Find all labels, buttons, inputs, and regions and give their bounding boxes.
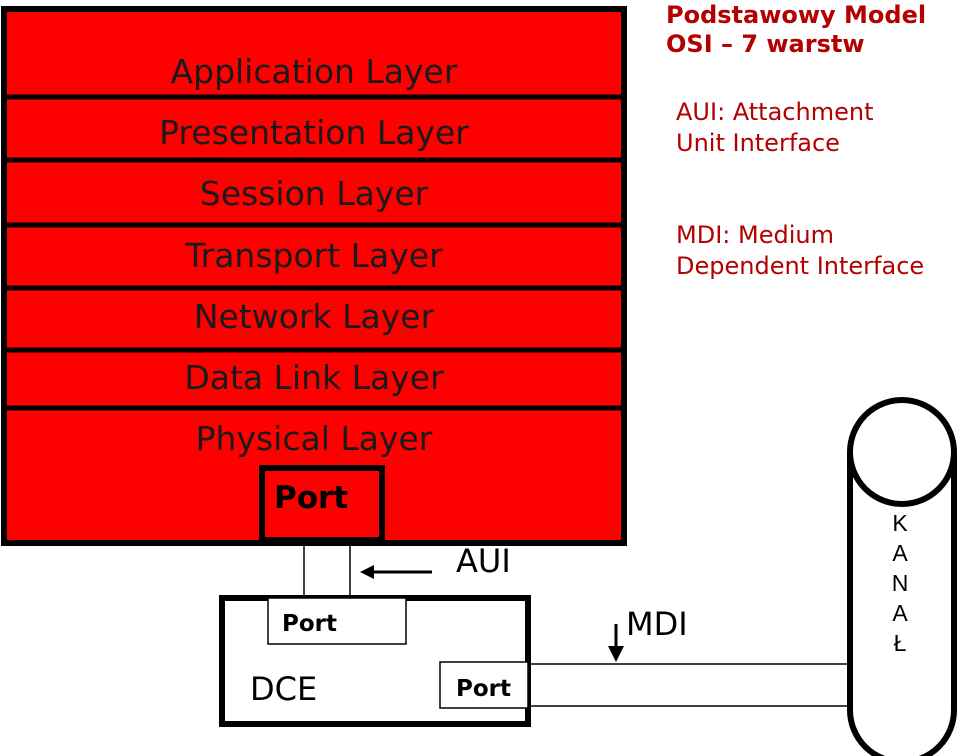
channel-letter-l: Ł (893, 630, 907, 656)
layer-transport: Transport Layer (185, 236, 443, 275)
dce-port-top-box (267, 597, 407, 645)
channel-letter-a2: A (892, 600, 908, 626)
mdi-label: MDI (626, 605, 688, 643)
heading-line-1: Podstawowy Model (666, 1, 927, 29)
channel-cylinder (847, 397, 957, 756)
mdi-definition-line-2: Dependent Interface (676, 252, 925, 280)
layer-presentation: Presentation Layer (159, 113, 469, 152)
layer-network: Network Layer (193, 297, 435, 336)
physical-port-box (259, 465, 385, 543)
layer-session: Session Layer (199, 174, 429, 213)
aui-label: AUI (456, 542, 511, 580)
mdi-arrow-head (608, 646, 624, 662)
dce-label: DCE (250, 670, 318, 708)
dce-port-bottom-label: Port (456, 676, 511, 702)
mdi-definition-line-1: MDI: Medium (676, 221, 834, 249)
layer-application: Application Layer (170, 52, 458, 91)
channel-letter-a1: A (892, 540, 908, 566)
channel-letter-n: N (891, 570, 909, 596)
physical-port-label: Port (274, 480, 349, 516)
aui-definition-line-1: AUI: Attachment (676, 98, 874, 126)
dce-port-top-label: Port (282, 611, 337, 637)
aui-arrow-head (360, 565, 374, 579)
layer-data-link: Data Link Layer (184, 358, 444, 397)
channel-cylinder-top-rim (847, 451, 957, 507)
dce-port-bottom-box (439, 661, 529, 709)
heading-line-2: OSI – 7 warstw (666, 30, 865, 58)
layer-physical: Physical Layer (195, 419, 433, 458)
channel-letter-k: K (892, 510, 908, 536)
aui-definition-line-2: Unit Interface (676, 129, 840, 157)
